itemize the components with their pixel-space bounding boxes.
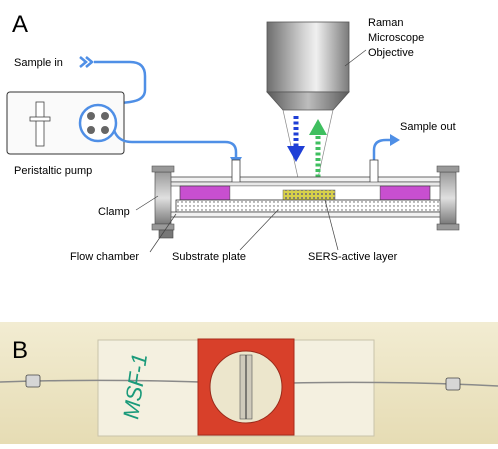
objective-label-1: Raman (368, 17, 403, 29)
sample-out-label: Sample out (400, 121, 456, 133)
pump-label: Peristaltic pump (14, 165, 92, 177)
inlet-connector-icon (80, 57, 92, 67)
objective-label-2: Microscope (368, 32, 424, 44)
panel-a-letter: A (12, 11, 28, 38)
flow-chamber-label: Flow chamber (70, 251, 139, 263)
outflow-arrow-icon (390, 134, 400, 146)
substrate-plate-label: Substrate plate (172, 251, 246, 263)
tubing-to-chamber (114, 130, 236, 158)
peristaltic-pump (7, 92, 124, 154)
objective-label-3: Objective (368, 47, 414, 59)
clamp-label: Clamp (98, 206, 130, 218)
flow-chamber (164, 160, 454, 217)
left-connector (26, 375, 40, 387)
raman-objective (267, 22, 349, 110)
right-connector (446, 378, 460, 390)
photo-panel: MSF-1 (0, 322, 498, 444)
clamp-right (437, 166, 459, 230)
sers-layer-label: SERS-active layer (308, 251, 398, 263)
clamp-left (152, 166, 174, 238)
sample-in-label: Sample in (14, 57, 63, 69)
panel-b-letter: B (12, 337, 28, 364)
